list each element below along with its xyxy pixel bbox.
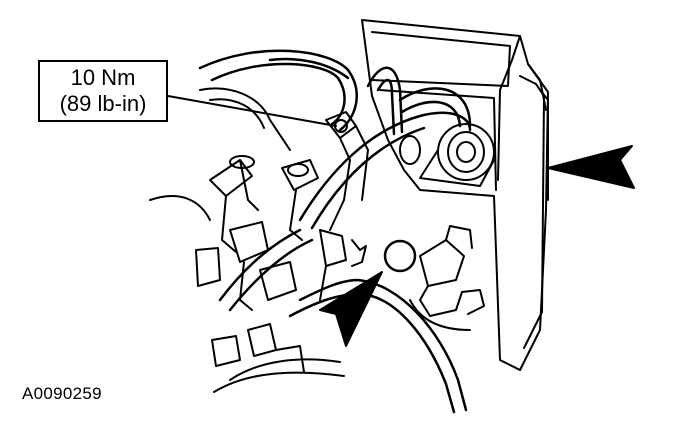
engine-components — [149, 87, 367, 393]
sensor-connector — [409, 225, 485, 331]
figure-id: A0090259 — [22, 384, 102, 403]
module-housing — [361, 19, 549, 371]
module-connector — [399, 123, 495, 187]
arrow-icon — [547, 145, 635, 189]
torque-lbin-label: (89 lb-in) — [59, 91, 147, 116]
arrow-icon — [319, 271, 383, 347]
torque-nm-label: 10 Nm — [70, 65, 136, 90]
vacuum-hoses — [198, 49, 472, 414]
bracket-bolt — [325, 111, 369, 231]
circle-marker-icon — [383, 239, 417, 273]
torque-callout: 10 Nm (89 lb-in) — [38, 60, 168, 122]
callout-leader-line — [167, 95, 337, 127]
